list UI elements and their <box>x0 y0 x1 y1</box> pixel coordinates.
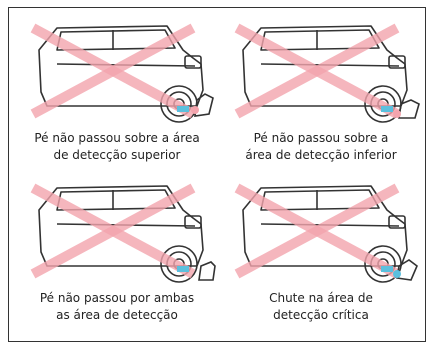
car-outline <box>242 25 408 123</box>
car-rear-illustration <box>30 23 214 123</box>
caption-line-2: detecção crítica <box>273 308 369 322</box>
foot-icon <box>198 261 216 281</box>
caption: Pé não passou sobre a área de detecção i… <box>221 130 421 164</box>
caption: Pé não passou por ambas as área de detec… <box>17 290 217 324</box>
cross-line-b <box>234 183 400 279</box>
caption-line-1: Pé não passou sobre a <box>253 131 389 145</box>
car-rear-illustration <box>234 23 420 123</box>
caption-line-1: Pé não passou sobre a área <box>34 131 200 145</box>
diagram-frame: Pé não passou sobre a área de detecção s… <box>8 7 426 342</box>
cross-line-b <box>234 23 400 119</box>
caption-line-2: área de detecção inferior <box>245 148 397 162</box>
detection-sensor <box>177 266 189 272</box>
caption: Chute na área de detecção crítica <box>221 290 421 324</box>
panel-upper-area: Pé não passou sobre a área de detecção s… <box>17 14 217 162</box>
car-rear-illustration <box>30 183 216 283</box>
panel-both-areas: Pé não passou por ambas as área de detec… <box>17 174 217 322</box>
caption: Pé não passou sobre a área de detecção s… <box>17 130 217 164</box>
cross-line-b <box>30 183 196 279</box>
foot-mark <box>191 106 199 114</box>
caption-line-2: de detecção superior <box>53 148 181 162</box>
panel-lower-area: Pé não passou sobre a área de detecção i… <box>221 14 421 162</box>
foot-mark <box>393 270 401 278</box>
caption-line-1: Chute na área de <box>269 291 373 305</box>
detection-sensor <box>177 106 189 112</box>
caption-line-1: Pé não passou por ambas <box>39 291 195 305</box>
detection-sensor <box>381 266 393 272</box>
panel-critical-area: Chute na área de detecção crítica <box>221 174 421 322</box>
caption-line-2: as área de detecção <box>56 308 178 322</box>
car-rear-illustration <box>234 183 418 283</box>
cross-line-b <box>30 23 196 119</box>
foot-mark <box>393 110 401 118</box>
detection-sensor <box>381 106 393 112</box>
